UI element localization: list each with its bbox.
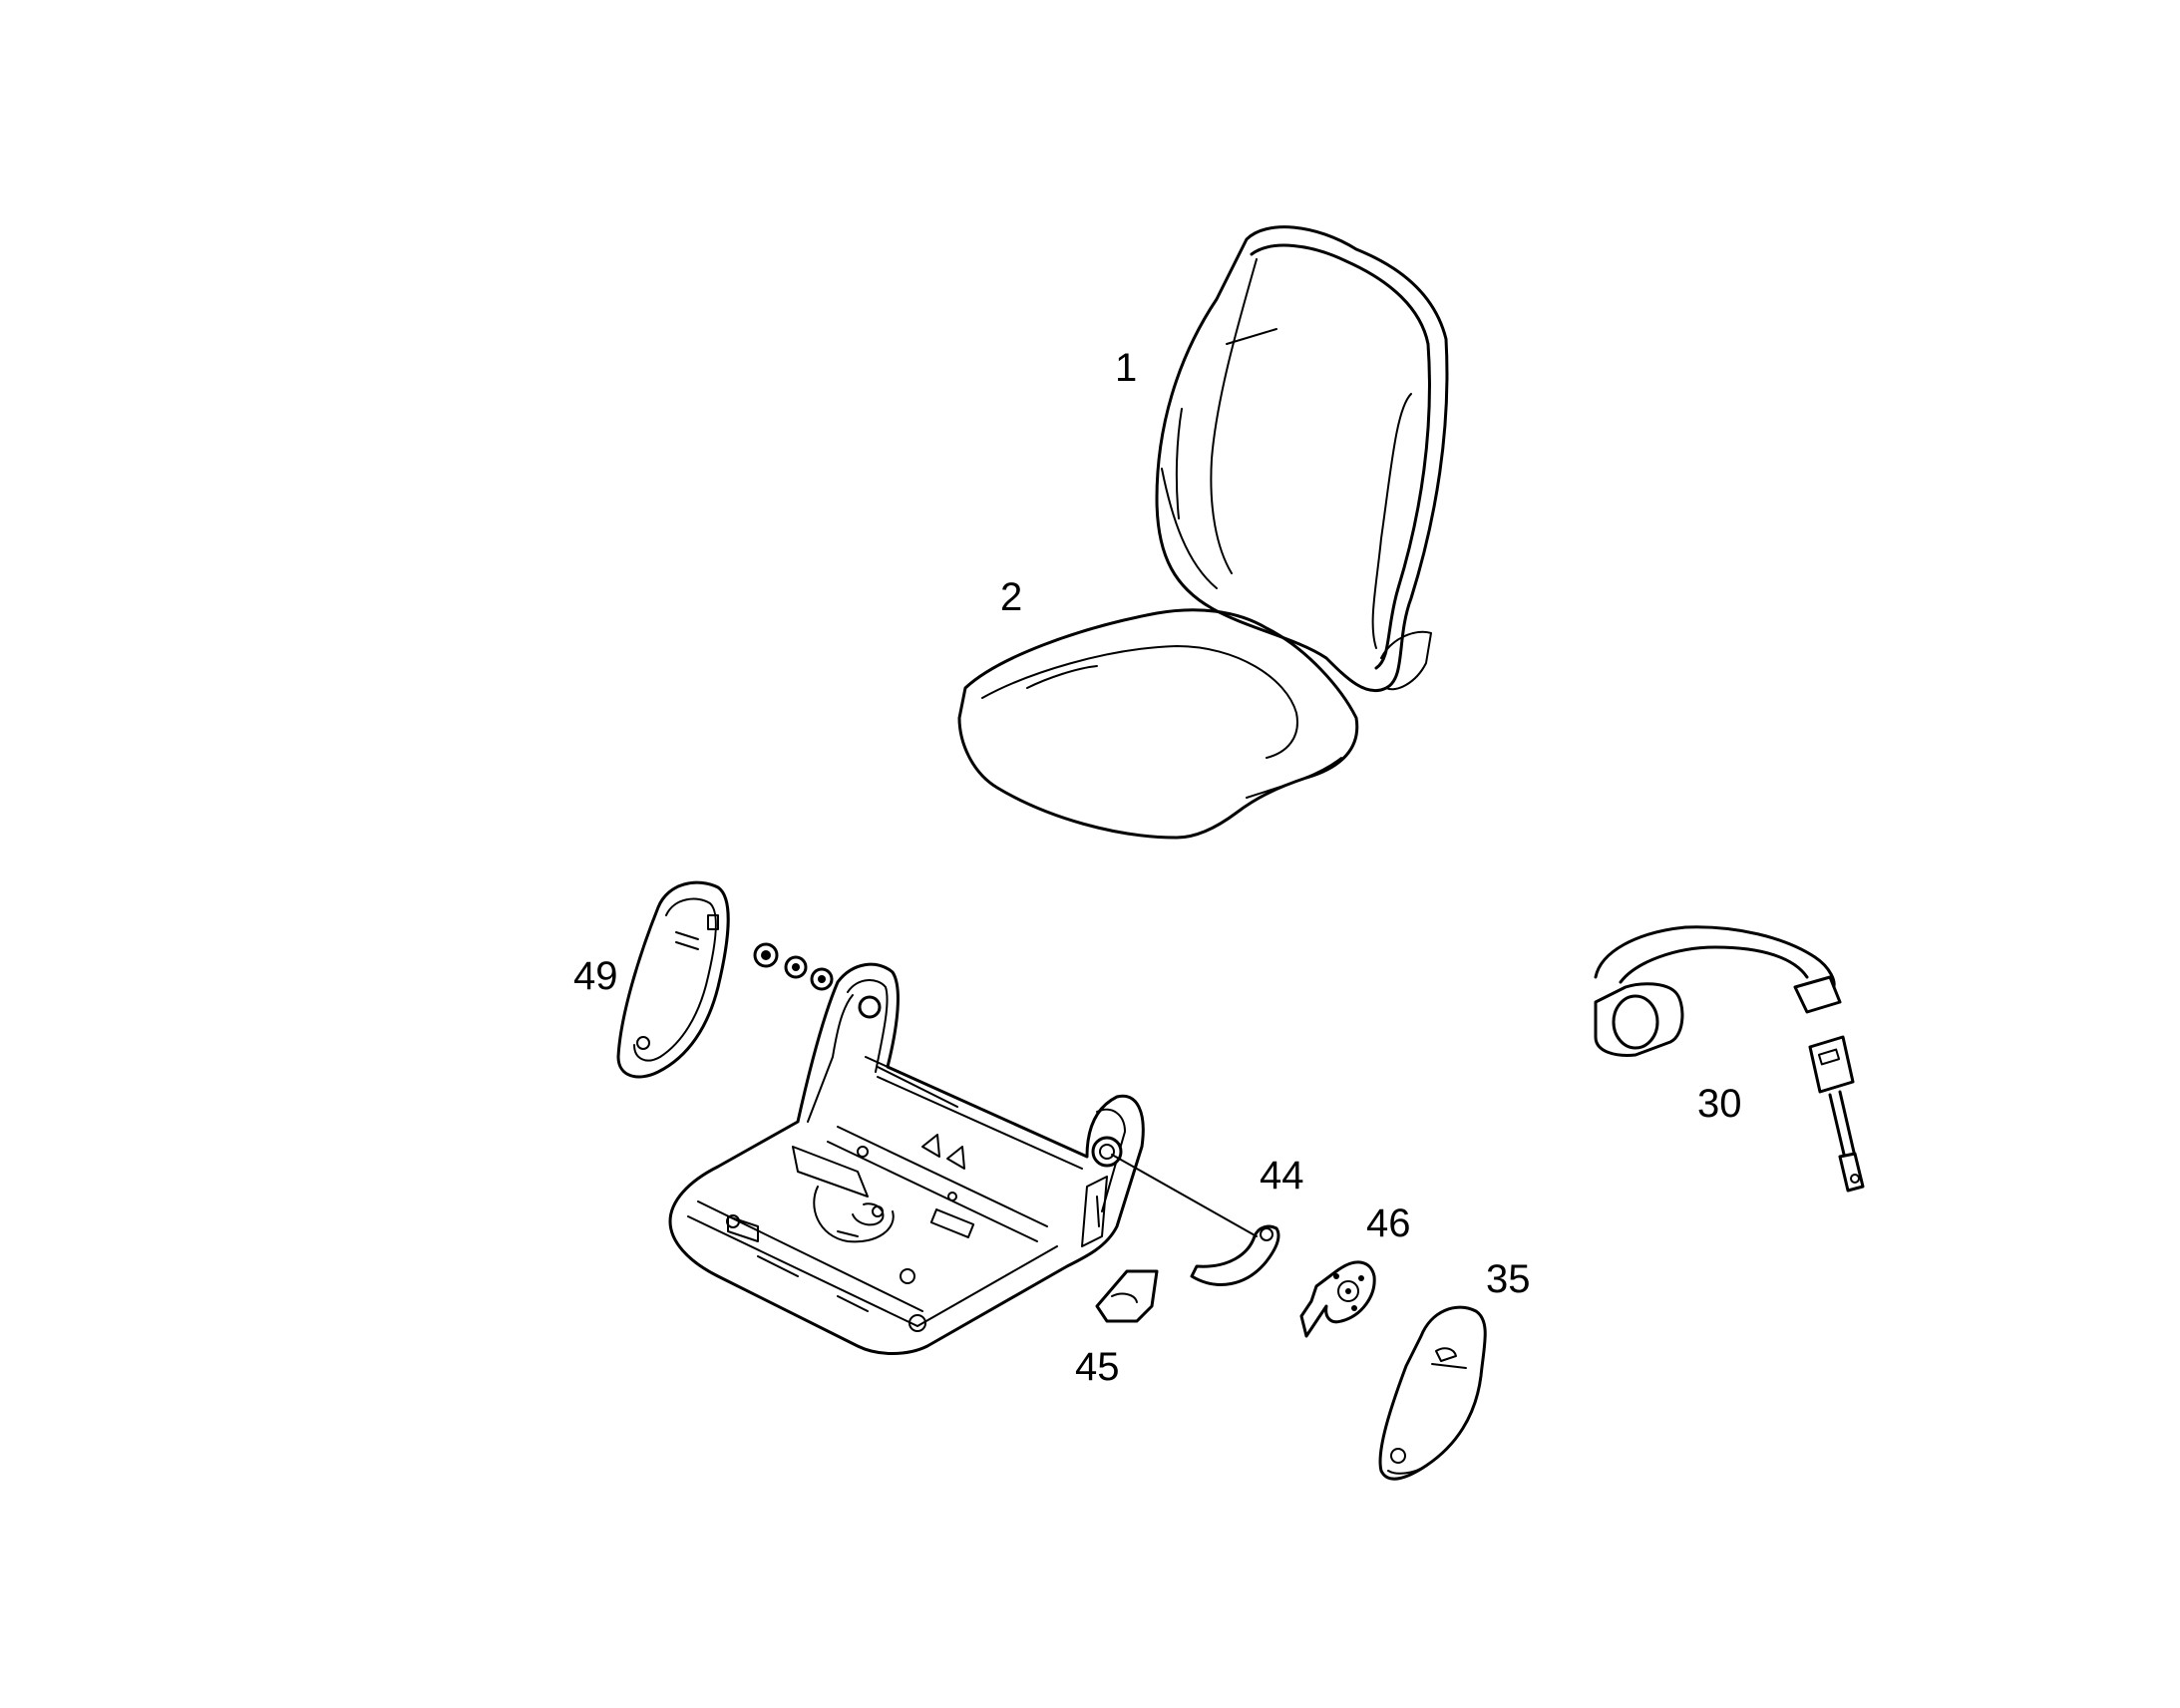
part-backrest — [1155, 225, 1449, 693]
part-44-lever — [1111, 1154, 1280, 1286]
callout-1: 1 — [1115, 346, 1137, 390]
callout-46: 46 — [1366, 1201, 1411, 1245]
part-30-seat-belt — [1594, 925, 1865, 1193]
nut-washer-set — [753, 942, 834, 991]
part-45-clip — [1095, 1269, 1159, 1323]
callout-2: 2 — [1000, 575, 1022, 619]
part-49-side-panel — [616, 880, 730, 1079]
callout-30: 30 — [1697, 1082, 1742, 1126]
callout-49: 49 — [573, 954, 618, 998]
part-seat-frame — [668, 962, 1145, 1355]
part-35-side-cover — [1378, 1305, 1487, 1481]
callout-45: 45 — [1075, 1345, 1120, 1389]
part-seat-cushion — [957, 608, 1359, 840]
part-46-adjuster — [1299, 1260, 1376, 1338]
callout-labels: 1 2 49 30 44 46 35 45 — [573, 346, 1742, 1389]
callout-35: 35 — [1486, 1257, 1531, 1301]
callout-44: 44 — [1260, 1154, 1304, 1197]
